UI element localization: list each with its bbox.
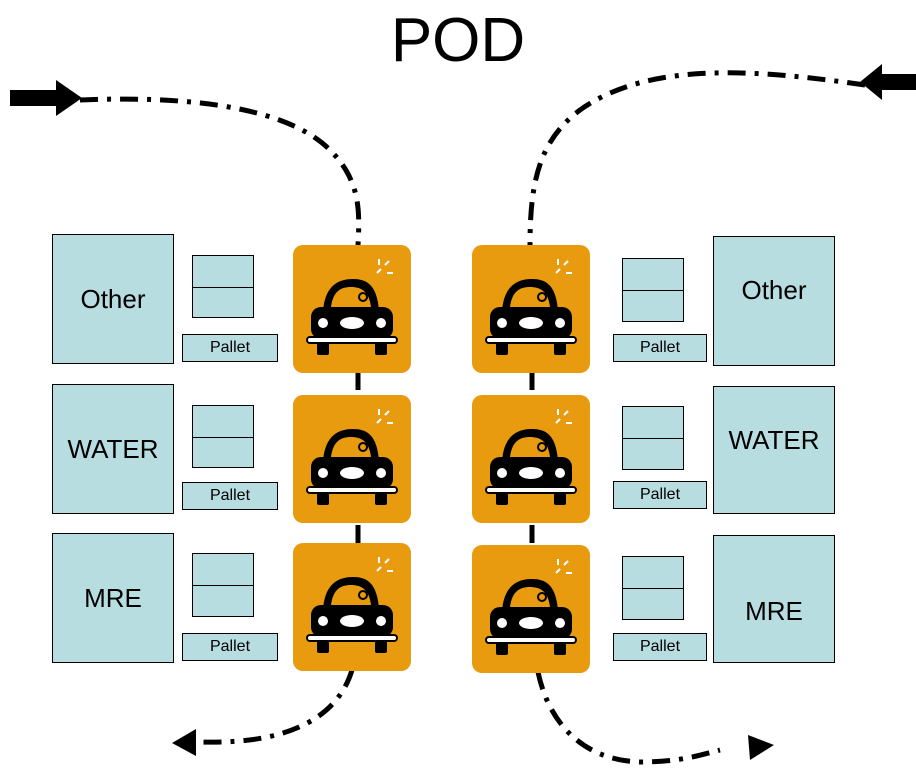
pallet-label: Pallet — [639, 339, 681, 356]
car-tile-right-2 — [472, 395, 590, 523]
pallet-label: Pallet — [639, 638, 681, 655]
right-supply-box-water: WATER — [713, 386, 835, 514]
left-pallet-stack-2 — [192, 405, 254, 468]
supply-label: Other — [80, 283, 146, 314]
right-pallet-stack-3 — [622, 556, 684, 620]
supply-label: WATER — [728, 425, 820, 455]
car-tile-left-1 — [293, 245, 411, 373]
supply-label: MRE — [745, 596, 803, 626]
right-pallet-3: Pallet — [613, 633, 707, 661]
pallet-label: Pallet — [209, 339, 251, 356]
supply-label: WATER — [67, 433, 159, 464]
right-pallet-2: Pallet — [613, 481, 707, 509]
right-exit-arrow-icon — [748, 735, 774, 760]
car-icon — [485, 558, 577, 656]
right-pallet-stack-1 — [622, 258, 684, 322]
right-entry-arrow-icon — [860, 64, 916, 100]
left-exit-arrow-icon — [172, 729, 196, 756]
left-pallet-stack-3 — [192, 553, 254, 617]
car-icon — [485, 258, 577, 356]
left-supply-box-other: Other — [52, 234, 174, 364]
pallet-label: Pallet — [209, 638, 251, 655]
left-entry-arrow-icon — [10, 80, 82, 116]
car-tile-left-3 — [293, 543, 411, 671]
car-tile-left-2 — [293, 395, 411, 523]
car-tile-right-1 — [472, 245, 590, 373]
car-tile-right-3 — [472, 545, 590, 673]
right-supply-box-other: Other — [713, 236, 835, 366]
pallet-label: Pallet — [639, 486, 681, 503]
pallet-label: Pallet — [209, 487, 251, 504]
supply-label: MRE — [84, 582, 142, 613]
left-pallet-stack-1 — [192, 255, 254, 318]
left-pallet-1: Pallet — [182, 334, 278, 362]
right-pallet-1: Pallet — [613, 334, 707, 362]
diagram-title: POD — [390, 6, 526, 75]
car-icon — [306, 408, 398, 506]
left-pallet-3: Pallet — [182, 633, 278, 661]
supply-label: Other — [741, 275, 807, 305]
car-icon — [306, 556, 398, 654]
right-exit-path — [535, 671, 721, 765]
left-exit-path — [199, 669, 355, 745]
left-supply-box-water: WATER — [52, 384, 174, 514]
car-icon — [306, 258, 398, 356]
right-pallet-stack-2 — [622, 406, 684, 470]
left-entry-path — [79, 96, 362, 246]
car-icon — [485, 408, 577, 506]
left-supply-box-mre: MRE — [52, 533, 174, 663]
right-supply-box-mre: MRE — [713, 535, 835, 663]
left-pallet-2: Pallet — [182, 482, 278, 510]
right-entry-path — [527, 70, 866, 246]
